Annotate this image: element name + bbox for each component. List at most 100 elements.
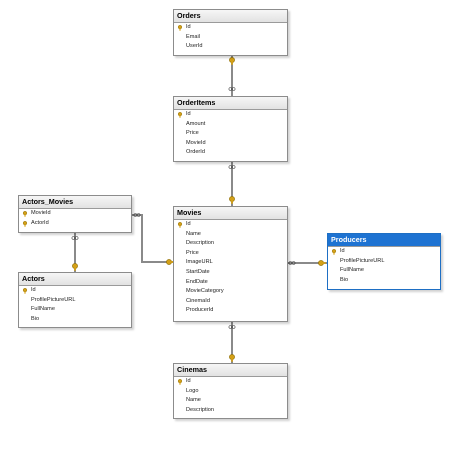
relationship-actorsmovies-actors[interactable] <box>71 233 79 272</box>
column-row[interactable]: Amount <box>174 120 287 130</box>
column-row[interactable]: FullName <box>19 305 131 315</box>
infinity-end-icon <box>228 87 236 91</box>
key-end-icon <box>229 57 235 65</box>
column-row[interactable]: Description <box>174 239 287 249</box>
column-name: ImageURL <box>186 259 213 266</box>
relationship-orders-orderitems[interactable] <box>228 56 236 96</box>
relationship-orderitems-movies[interactable] <box>228 162 236 206</box>
cinemas-table-header[interactable]: Cinemas <box>174 364 287 377</box>
column-name: MovieCategory <box>186 288 224 295</box>
key-end-icon <box>72 263 78 271</box>
column-name: Price <box>186 249 199 256</box>
column-name: Description <box>186 240 214 247</box>
infinity-end-icon <box>133 213 141 217</box>
column-name: ProfilePictureURL <box>340 257 385 264</box>
movies-table-header[interactable]: Movies <box>174 207 287 220</box>
primary-key-icon <box>22 211 28 217</box>
column-name: Email <box>186 33 200 40</box>
primary-key-icon <box>177 222 183 228</box>
column-name: ProfilePictureURL <box>31 296 76 303</box>
column-row[interactable]: ProfilePictureURL <box>19 296 131 306</box>
key-end-icon <box>166 259 174 265</box>
column-name: Price <box>186 130 199 137</box>
column-name: Name <box>186 397 201 404</box>
column-row[interactable]: Name <box>174 230 287 240</box>
column-name: Bio <box>340 276 349 283</box>
column-row[interactable]: ProfilePictureURL <box>328 257 440 267</box>
column-row[interactable]: Email <box>174 33 287 43</box>
primary-key-icon <box>331 249 337 255</box>
column-row[interactable]: Id <box>174 377 287 387</box>
column-row[interactable]: Id <box>174 110 287 120</box>
column-row[interactable]: Bio <box>19 315 131 325</box>
column-row[interactable]: ActorId <box>19 219 131 229</box>
column-row[interactable]: OrderId <box>174 148 287 158</box>
column-name: EndDate <box>186 278 208 285</box>
infinity-end-icon <box>288 261 296 265</box>
column-name: Id <box>186 111 191 117</box>
column-name: Id <box>340 248 345 254</box>
orders-table-header[interactable]: Orders <box>174 10 287 23</box>
column-name: ProducerId <box>186 307 214 314</box>
column-name: Id <box>31 287 36 293</box>
column-name: Bio <box>31 315 40 322</box>
column-row[interactable]: StartDate <box>174 268 287 278</box>
column-row[interactable]: Price <box>174 129 287 139</box>
key-end-icon <box>229 196 235 204</box>
column-row[interactable]: Id <box>174 23 287 33</box>
column-row[interactable]: Bio <box>328 276 440 286</box>
column-row[interactable]: ProducerId <box>174 306 287 316</box>
column-row[interactable]: UserId <box>174 42 287 52</box>
column-name: UserId <box>186 43 203 50</box>
relationship-movies-producers[interactable] <box>287 260 327 266</box>
column-name: StartDate <box>186 268 210 275</box>
column-row[interactable]: CinemaId <box>174 297 287 307</box>
column-row[interactable]: ImageURL <box>174 258 287 268</box>
column-row[interactable]: Price <box>174 249 287 259</box>
key-end-icon <box>318 260 326 266</box>
column-row[interactable]: Id <box>174 220 287 230</box>
column-name: MovieId <box>186 139 206 146</box>
column-row[interactable]: Id <box>328 247 440 257</box>
producers-table-header[interactable]: Producers <box>328 234 440 247</box>
primary-key-icon <box>22 220 28 227</box>
column-row[interactable]: Logo <box>174 387 287 397</box>
column-name: FullName <box>31 306 55 313</box>
primary-key-icon <box>177 379 183 385</box>
infinity-end-icon <box>228 325 236 329</box>
orderitems-table-header[interactable]: OrderItems <box>174 97 287 110</box>
column-name: Id <box>186 221 191 227</box>
column-name: FullName <box>340 267 364 274</box>
primary-key-icon <box>177 112 183 118</box>
column-name: Description <box>186 406 214 413</box>
relationship-actorsmovies-movies[interactable] <box>132 213 174 265</box>
column-row[interactable]: MovieCategory <box>174 287 287 297</box>
column-name: Id <box>186 24 191 30</box>
actors-table-header[interactable]: Actors <box>19 273 131 286</box>
column-row[interactable]: MovieId <box>19 209 131 219</box>
primary-key-icon <box>22 288 28 294</box>
column-row[interactable]: Name <box>174 396 287 406</box>
column-row[interactable]: Id <box>19 286 131 296</box>
column-row[interactable]: Description <box>174 406 287 416</box>
relationship-movies-cinemas[interactable] <box>228 322 236 363</box>
actors-movies-table-header[interactable]: Actors_Movies <box>19 196 131 209</box>
primary-key-icon <box>177 25 183 31</box>
column-row[interactable]: MovieId <box>174 139 287 149</box>
column-row[interactable]: EndDate <box>174 278 287 288</box>
column-row[interactable]: FullName <box>328 266 440 276</box>
